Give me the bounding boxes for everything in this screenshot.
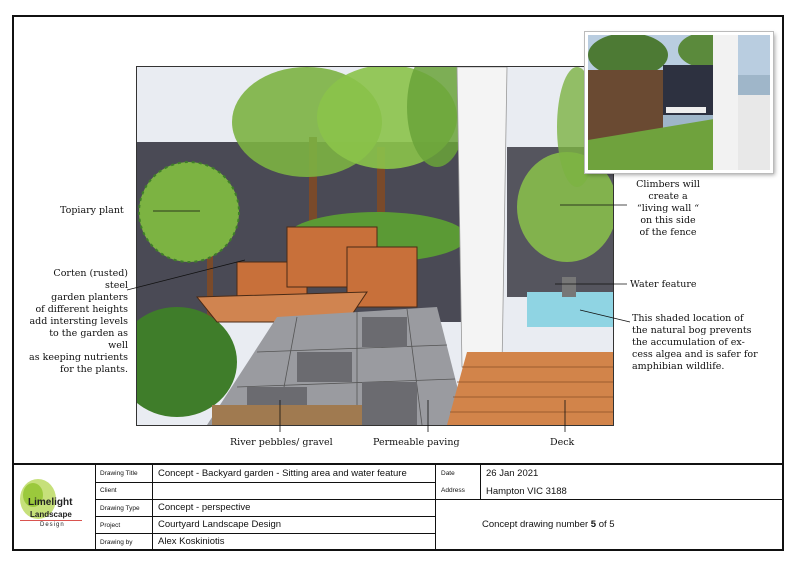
label-deck: Deck <box>550 437 575 448</box>
divider <box>95 482 435 483</box>
sheet-number: Concept drawing number 5 of 5 <box>482 519 615 530</box>
sheet-number-suffix: of 5 <box>596 519 615 530</box>
logo-underline <box>20 520 82 521</box>
label-bog-line: This shaded location of <box>632 313 744 324</box>
drawing-type-label: Drawing Type <box>100 505 140 512</box>
project-value: Courtyard Landscape Design <box>158 519 282 530</box>
label-corten-planters: Corten (rusted) steel garden planters of… <box>28 268 128 376</box>
logo-line-limelight: Limelight <box>28 497 73 508</box>
drawing-title-label: Drawing Title <box>100 470 138 477</box>
client-label: Client <box>100 487 117 494</box>
label-corten-line: garden planters <box>51 292 128 303</box>
site-reference-photo <box>585 32 773 173</box>
logo-leaf-icon <box>20 479 56 519</box>
label-permeable-paving: Permeable paving <box>373 437 460 448</box>
divider <box>152 465 153 551</box>
label-water-feature: Water feature <box>630 279 697 290</box>
logo-line-design: Design <box>40 522 65 528</box>
label-corten-line: as keeping nutrients <box>29 352 128 363</box>
label-climbers: Climbers will create a “living wall “ on… <box>628 179 708 239</box>
divider <box>95 516 435 517</box>
label-corten-line: Corten (rusted) steel <box>53 268 128 291</box>
drawn-by-value: Alex Koskiniotis <box>158 536 225 547</box>
label-corten-line: of different heights <box>35 304 128 315</box>
label-natural-bog: This shaded location of the natural bog … <box>632 313 758 373</box>
drawing-frame <box>12 15 784 551</box>
site-photo-illustration <box>588 35 770 170</box>
sheet-number-current: 5 <box>590 519 597 530</box>
project-label: Project <box>100 522 121 529</box>
drawn-by-label: Drawing by <box>100 539 133 546</box>
sheet-number-prefix: Concept drawing number <box>482 519 591 530</box>
divider <box>435 465 436 551</box>
label-climbers-line: on this side <box>640 215 696 226</box>
label-climbers-line: “living wall “ <box>636 203 700 214</box>
divider <box>480 465 481 499</box>
divider <box>95 465 96 551</box>
label-topiary-plant: Topiary plant <box>60 205 124 216</box>
date-value: 26 Jan 2021 <box>486 468 539 479</box>
logo-line-landscape: Landscape <box>30 510 72 519</box>
label-climbers-line: of the fence <box>639 227 697 238</box>
divider <box>95 499 784 500</box>
address-value: Hampton VIC 3188 <box>486 486 567 497</box>
date-label: Date <box>441 470 455 477</box>
label-river-pebbles: River pebbles/ gravel <box>230 437 333 448</box>
label-corten-line: to the garden as well <box>49 328 128 351</box>
label-corten-line: add intersting levels <box>29 316 129 327</box>
label-climbers-line: Climbers will <box>636 179 700 190</box>
label-climbers-line: create a <box>648 191 688 202</box>
label-bog-line: the accumulation of ex- <box>632 337 745 348</box>
label-corten-line: for the plants. <box>60 364 128 375</box>
label-bog-line: the natural bog prevents <box>632 325 752 336</box>
drawing-title-value: Concept - Backyard garden - Sitting area… <box>158 468 407 479</box>
title-block: Limelight Landscape Design Drawing Title… <box>12 463 784 551</box>
label-bog-line: cess algea and is safer for <box>632 349 758 360</box>
drawing-type-value: Concept - perspective <box>158 502 251 513</box>
company-logo: Limelight Landscape Design <box>18 477 90 541</box>
divider <box>95 533 435 534</box>
label-bog-line: amphibian wildlife. <box>632 361 725 372</box>
address-label: Address <box>441 487 465 494</box>
